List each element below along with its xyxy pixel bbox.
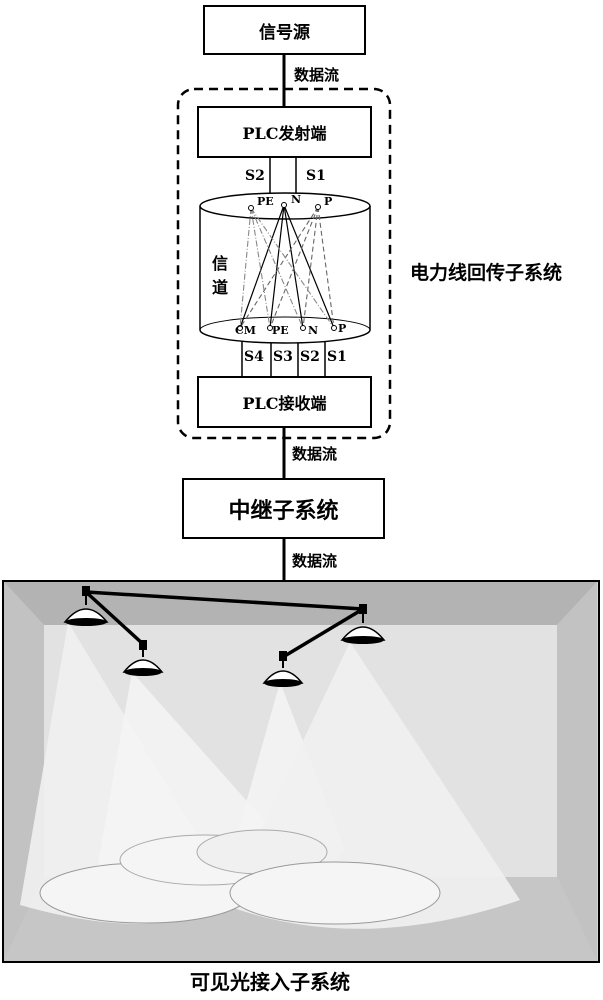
rx-line-label: S3 [273, 349, 293, 365]
tx-terminal-label: P [324, 195, 333, 208]
plc-subsystem-label: 电力线回传子系统 [410, 262, 563, 284]
rx-terminal-label: P [338, 322, 347, 335]
tx-line-label: S1 [306, 168, 326, 184]
rx-line-label: S1 [327, 349, 347, 365]
data-flow-label-1: 数据流 [294, 66, 340, 84]
rx-terminal-label: N [308, 324, 319, 337]
channel-label-top: 信 [212, 254, 229, 273]
rx-terminal-label: CM [235, 324, 256, 337]
plc-subsystem-boundary [176, 87, 392, 440]
channel-label-bottom: 道 [212, 278, 229, 297]
data-flow-label-2: 数据流 [292, 445, 338, 463]
rx-terminal-label: PE [272, 324, 289, 337]
tx-terminal-label: N [291, 193, 302, 206]
rx-line-label: S4 [244, 349, 264, 365]
tx-line-label: S2 [245, 168, 265, 184]
rx-line-label: S2 [300, 349, 320, 365]
channel-wiring [237, 202, 337, 331]
tx-terminal-label: PE [257, 195, 274, 208]
relay-subsystem-block: 中继子系统 [182, 478, 385, 539]
vlc-subsystem-label: 可见光接入子系统 [190, 970, 350, 994]
plc-transmitter-block: PLC发射端 [197, 106, 372, 158]
signal-source-block: 信号源 [203, 5, 366, 55]
room-illustration [2, 580, 600, 963]
data-flow-label-3: 数据流 [292, 552, 338, 570]
plc-receiver-block: PLC接收端 [197, 376, 372, 428]
